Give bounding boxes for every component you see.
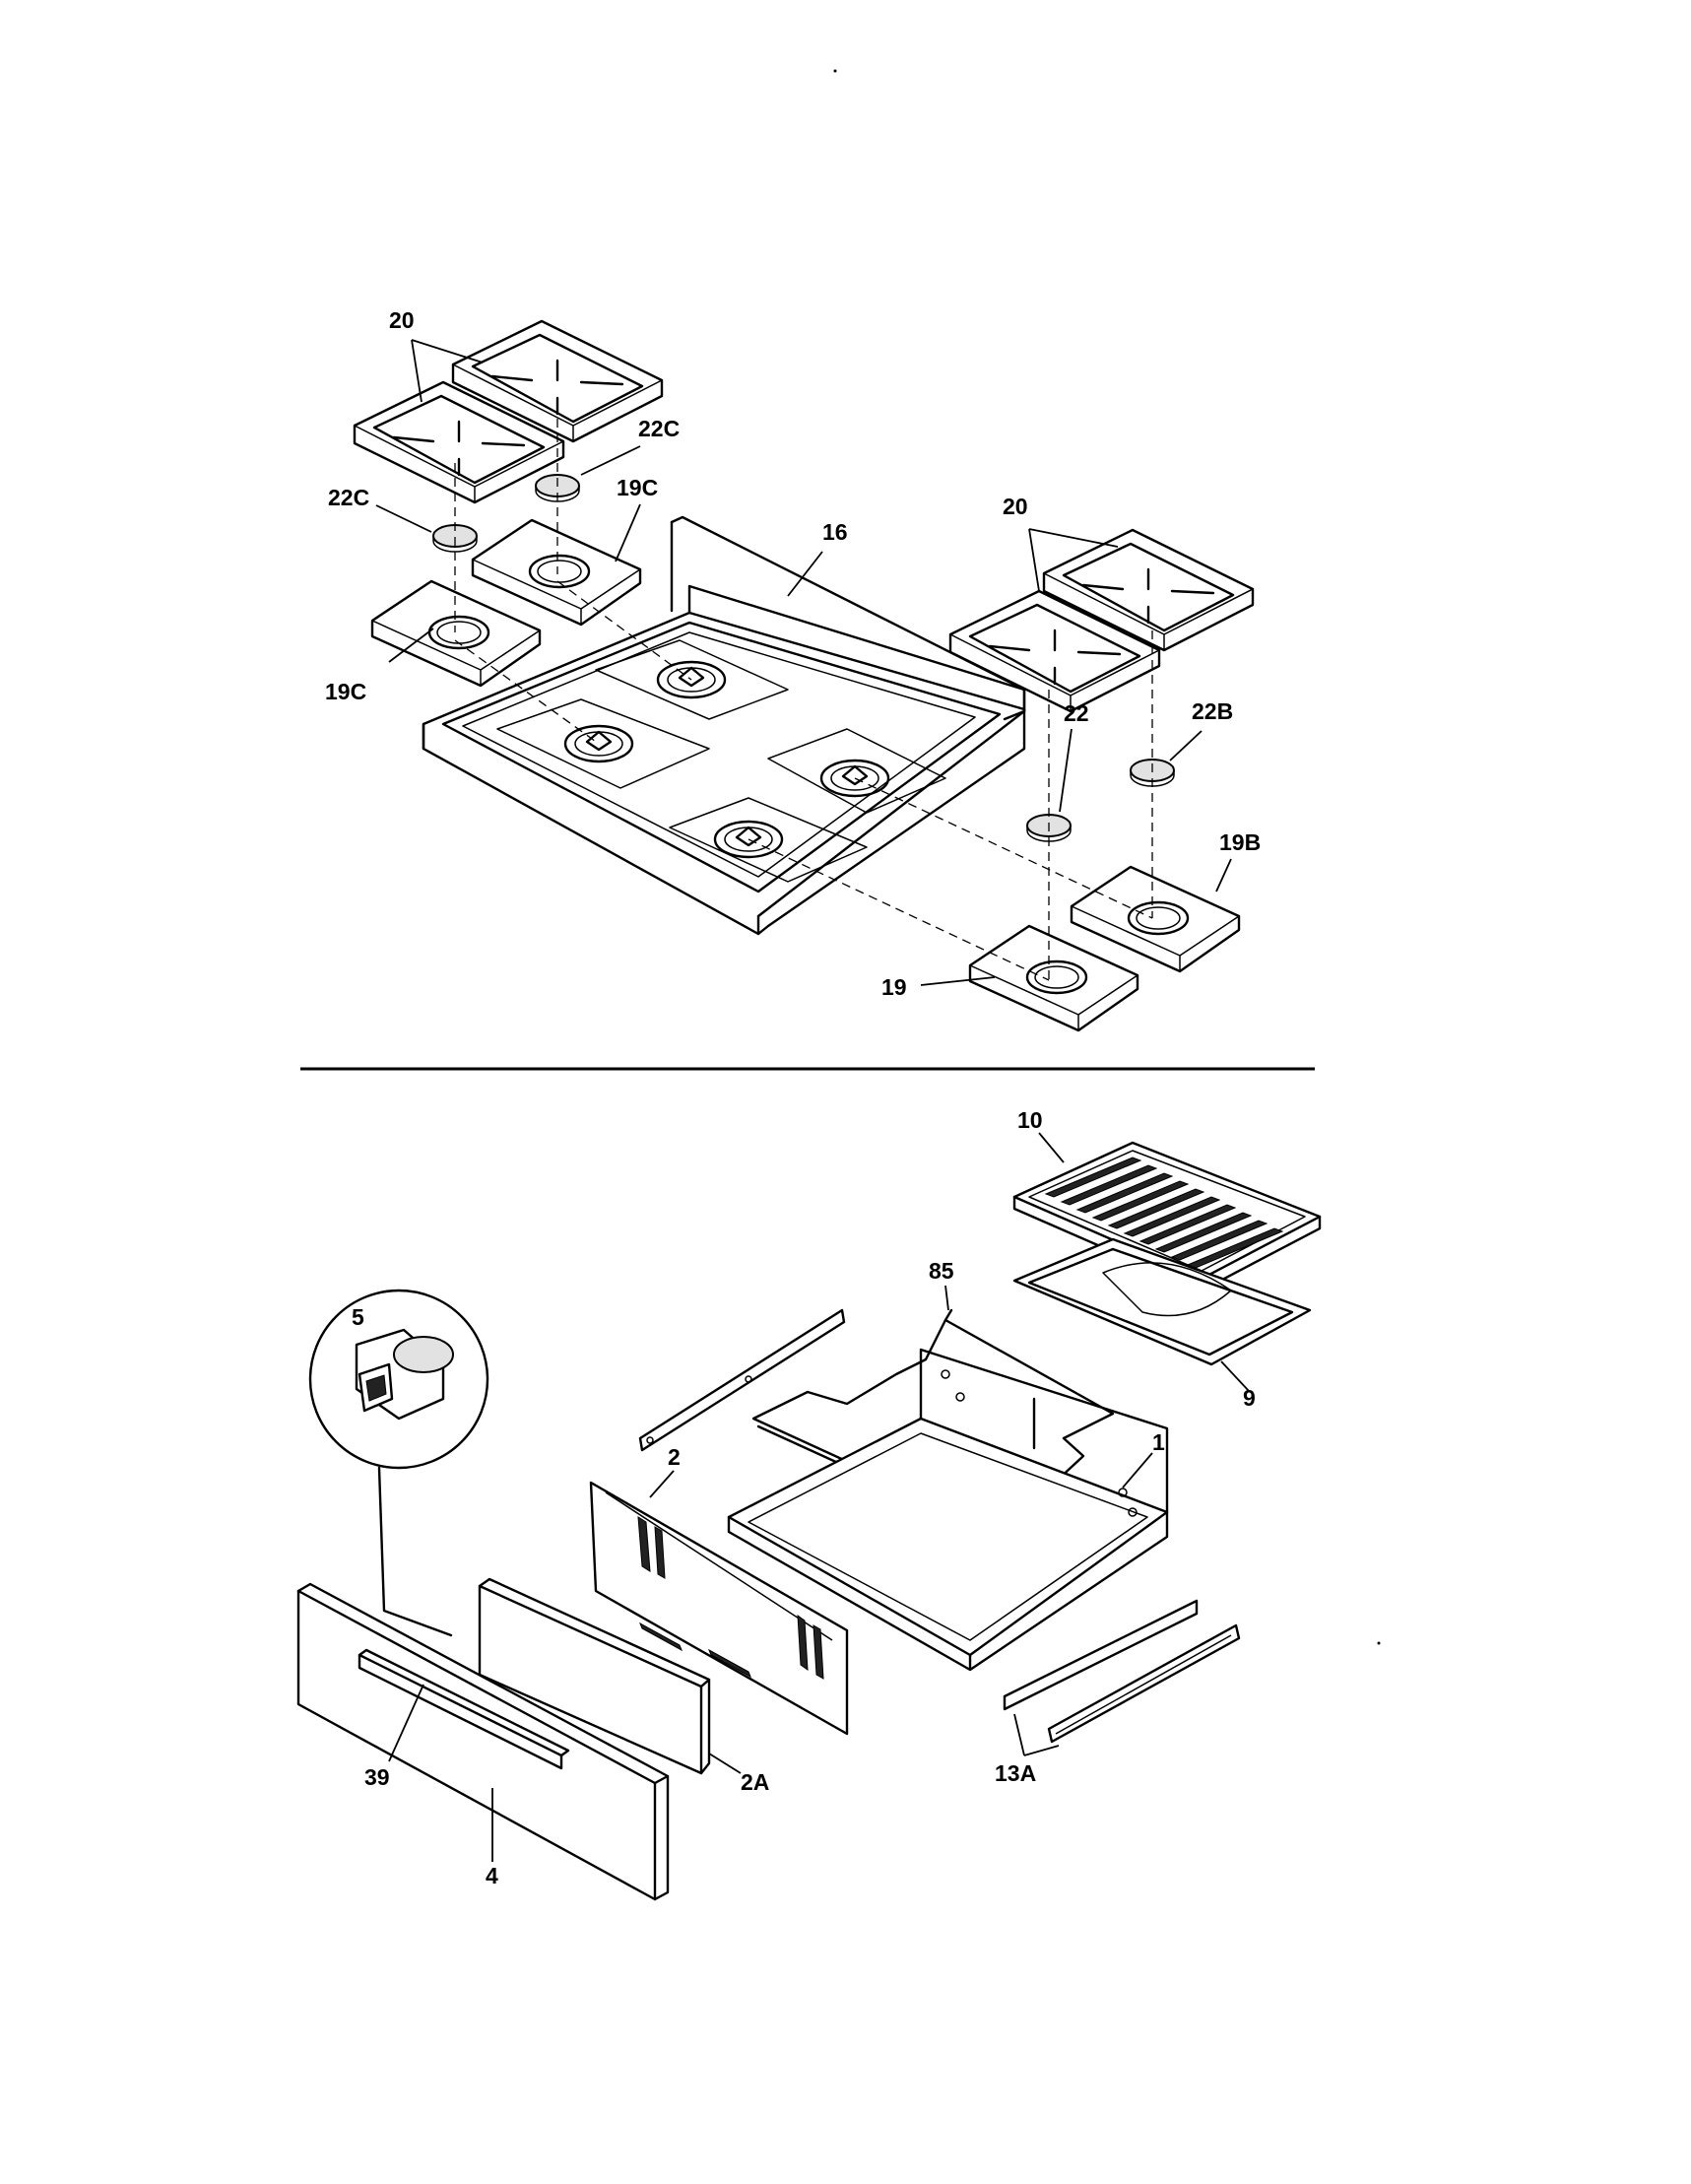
callout-pan-front-right: 19 xyxy=(881,974,907,1000)
callout-grates-right: 20 xyxy=(1003,494,1028,519)
callout-labels: 20 22C 22C 19C 19C 16 20 22 22B 19B 19 1… xyxy=(325,307,1261,1888)
callout-drawer-back-panel: 2 xyxy=(668,1444,681,1470)
callout-cap-back-right: 22B xyxy=(1192,698,1233,724)
callout-drawer-body: 1 xyxy=(1152,1429,1165,1455)
speck-top xyxy=(833,69,837,73)
callout-pan-back-right: 19B xyxy=(1219,829,1261,855)
broiler-pan xyxy=(1012,1237,1312,1366)
glide-connector xyxy=(377,1466,453,1637)
callout-pan-back-left: 19C xyxy=(617,475,658,500)
glide-detail xyxy=(308,1289,489,1470)
callout-drawer-front: 4 xyxy=(486,1863,498,1888)
drawer-back-panel xyxy=(589,1481,849,1736)
speck-right xyxy=(1377,1641,1381,1645)
callout-slides: 13A xyxy=(995,1760,1036,1786)
drawer-handle xyxy=(358,1648,570,1770)
callout-broiler-grid: 10 xyxy=(1017,1107,1043,1133)
cooktop-main-top xyxy=(422,515,1026,936)
callout-cap-top: 22C xyxy=(638,416,680,441)
leaders-lower xyxy=(388,1132,1250,1862)
drawer-body xyxy=(727,1348,1169,1672)
callout-glide: 5 xyxy=(352,1304,364,1330)
callout-pan-front-left: 19C xyxy=(325,679,366,704)
side-rail-top xyxy=(638,1308,846,1452)
leaders-upper xyxy=(375,339,1232,986)
inner-panel xyxy=(478,1577,711,1775)
callout-rack: 85 xyxy=(929,1258,954,1284)
callout-inner-panel: 2A xyxy=(741,1769,769,1795)
callout-cooktop: 16 xyxy=(822,519,848,545)
drawer-slides xyxy=(1003,1599,1241,1744)
callout-cap-left: 22C xyxy=(328,485,369,510)
broiler-grid xyxy=(1012,1141,1322,1292)
grates-right xyxy=(948,528,1255,713)
alignment-lines-upper xyxy=(454,419,1153,981)
callout-grates-upper-left: 20 xyxy=(389,307,415,333)
callout-handle: 39 xyxy=(364,1764,390,1790)
callout-broiler-pan: 9 xyxy=(1243,1385,1256,1411)
callout-cap-front-right: 22 xyxy=(1064,700,1089,726)
